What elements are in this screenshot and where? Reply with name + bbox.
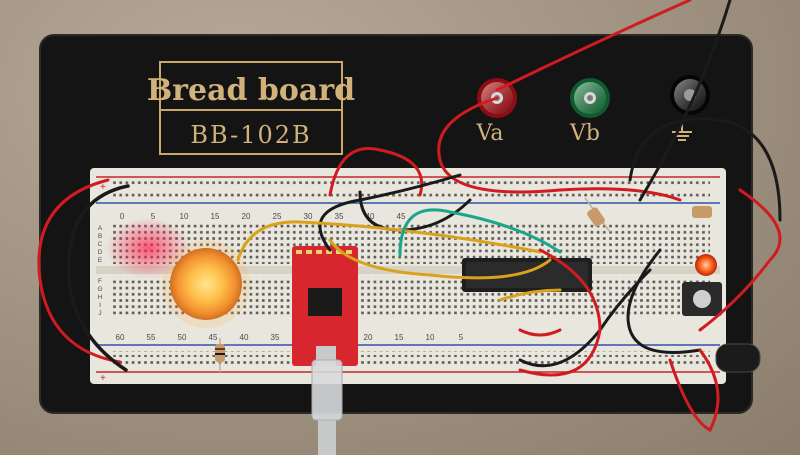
column-number: 20 (242, 212, 251, 221)
svg-text:+: + (100, 182, 106, 193)
row-letter: I (99, 302, 101, 309)
row-letter: H (98, 294, 103, 301)
column-number: 5 (459, 333, 464, 342)
small-red-led (695, 254, 717, 276)
row-letter: D (98, 249, 103, 256)
column-number: 50 (178, 333, 187, 342)
column-number: 30 (304, 212, 313, 221)
usb-cable (311, 359, 343, 455)
svg-text:+: + (100, 373, 106, 384)
column-number: 45 (397, 212, 406, 221)
model-text: BB-102B (190, 121, 311, 149)
glowing-led-ball (170, 248, 242, 320)
row-letter: G (97, 286, 102, 293)
binding-post-vb[interactable]: Vb (569, 78, 610, 146)
wires (37, 0, 782, 433)
column-number: 55 (147, 333, 156, 342)
ftdi-breakout-board (292, 246, 358, 366)
electrolytic-capacitor (715, 343, 761, 373)
column-number: 10 (180, 212, 189, 221)
column-number: 40 (240, 333, 249, 342)
row-letter: F (98, 278, 102, 285)
red-glow-reflection (106, 218, 190, 278)
column-number: 35 (271, 333, 280, 342)
column-number: 40 (366, 212, 375, 221)
column-number: 20 (364, 333, 373, 342)
logo-frame: Bread board BB-102B (147, 61, 355, 155)
column-number: 25 (273, 212, 282, 221)
row-letter: A (98, 225, 103, 232)
logo-text: Bread board (147, 73, 355, 108)
column-number: 15 (211, 212, 220, 221)
column-number: 15 (395, 333, 404, 342)
post-label-va: Va (476, 121, 504, 146)
row-letter: J (98, 310, 101, 317)
column-number: 45 (209, 333, 218, 342)
resistor-bottom-left (215, 338, 225, 372)
resistor-far-right (692, 206, 712, 218)
column-numbers-top: 0 5 10 15 20 25 30 35 40 45 (120, 212, 406, 221)
column-number: 35 (335, 212, 344, 221)
column-number: 10 (426, 333, 435, 342)
row-letter: B (98, 233, 102, 240)
column-number: 60 (116, 333, 125, 342)
resistor-top-right (584, 197, 611, 233)
column-number: 5 (151, 212, 156, 221)
post-label-vb: Vb (569, 121, 600, 146)
column-number: 0 (120, 212, 125, 221)
breadboard: + + (90, 168, 726, 384)
row-letter: E (98, 257, 103, 264)
row-letter: C (98, 241, 103, 248)
